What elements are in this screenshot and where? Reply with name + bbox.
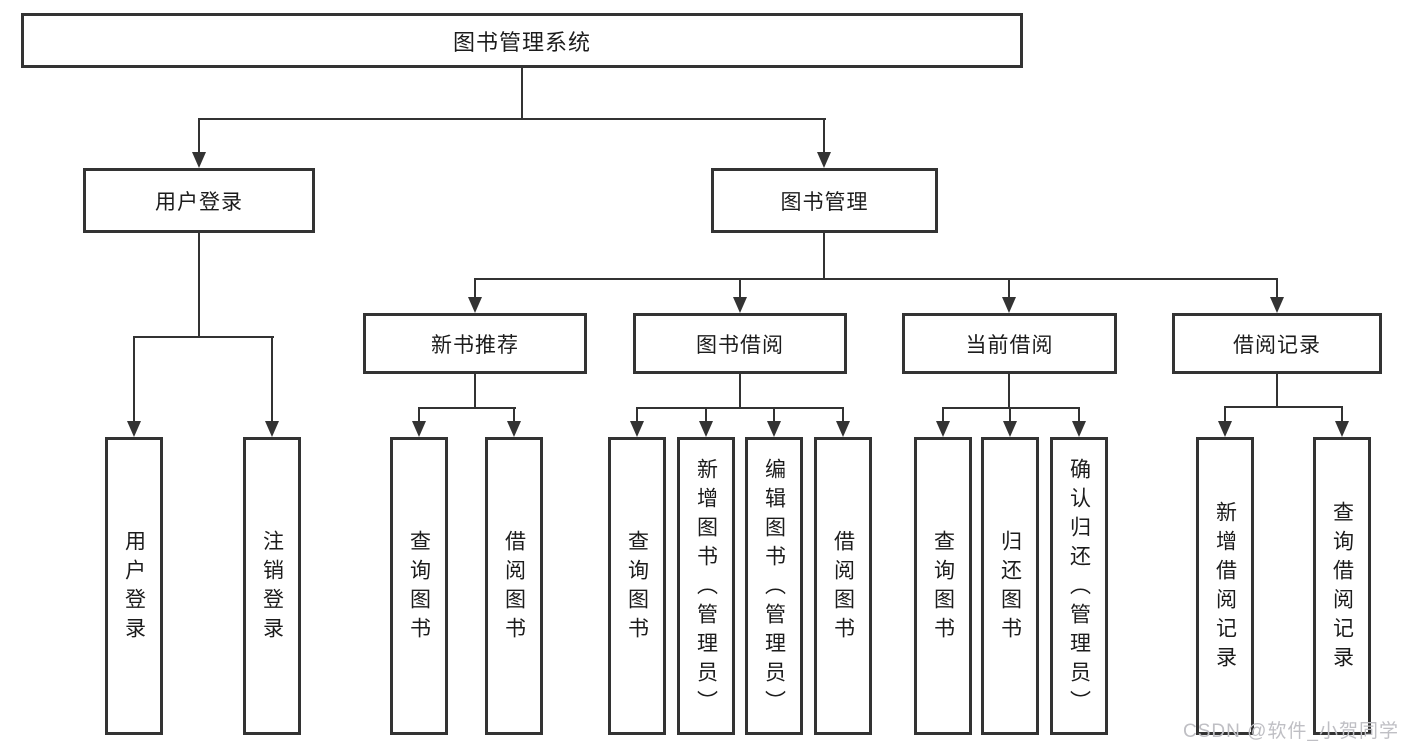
node-book-management: 图书管理 xyxy=(711,168,938,233)
leaf-query-books-borrowing: 查询图书 xyxy=(608,437,666,735)
arrow-down-icon xyxy=(630,421,644,437)
arrow-down-icon xyxy=(412,421,426,437)
connector-line xyxy=(1224,406,1226,421)
arrow-down-icon xyxy=(936,421,950,437)
connector-line xyxy=(1276,278,1278,297)
connector-line xyxy=(418,407,516,409)
arrow-down-icon xyxy=(733,297,747,313)
arrow-down-icon xyxy=(1270,297,1284,313)
connector-line xyxy=(198,118,826,120)
leaf-confirm-return-admin: 确认归还（管理员） xyxy=(1050,437,1108,735)
leaf-user-login: 用户登录 xyxy=(105,437,163,735)
leaf-borrow-books: 借阅图书 xyxy=(814,437,872,735)
node-library-system: 图书管理系统 xyxy=(21,13,1023,68)
arrow-down-icon xyxy=(507,421,521,437)
connector-line xyxy=(942,407,944,421)
connector-line xyxy=(1008,374,1010,409)
arrow-down-icon xyxy=(1218,421,1232,437)
arrow-down-icon xyxy=(1335,421,1349,437)
leaf-borrow-books-recommend: 借阅图书 xyxy=(485,437,543,735)
connector-line xyxy=(739,278,741,297)
arrow-down-icon xyxy=(265,421,279,437)
connector-line xyxy=(198,233,200,338)
connector-line xyxy=(1276,374,1278,407)
node-current-borrowing: 当前借阅 xyxy=(902,313,1117,374)
arrow-down-icon xyxy=(767,421,781,437)
leaf-query-books-current: 查询图书 xyxy=(914,437,972,735)
connector-line xyxy=(1008,278,1010,297)
arrow-down-icon xyxy=(1002,297,1016,313)
arrow-down-icon xyxy=(836,421,850,437)
connector-line xyxy=(133,336,274,338)
node-borrowing-records: 借阅记录 xyxy=(1172,313,1382,374)
node-book-borrowing: 图书借阅 xyxy=(633,313,847,374)
leaf-query-books-recommend: 查询图书 xyxy=(390,437,448,735)
connector-line xyxy=(474,374,476,409)
connector-line xyxy=(823,233,825,280)
arrow-down-icon xyxy=(699,421,713,437)
connector-line xyxy=(474,278,1278,280)
node-user-login: 用户登录 xyxy=(83,168,315,233)
arrow-down-icon xyxy=(127,421,141,437)
connector-line xyxy=(1341,406,1343,421)
connector-line xyxy=(842,407,844,421)
connector-line xyxy=(773,407,775,421)
connector-line xyxy=(198,118,200,152)
arrow-down-icon xyxy=(1003,421,1017,437)
leaf-logout: 注销登录 xyxy=(243,437,301,735)
leaf-edit-books-admin: 编辑图书（管理员） xyxy=(745,437,803,735)
leaf-query-borrow-record: 查询借阅记录 xyxy=(1313,437,1371,735)
node-new-book-recommendation: 新书推荐 xyxy=(363,313,587,374)
arrow-down-icon xyxy=(1072,421,1086,437)
leaf-add-borrow-record: 新增借阅记录 xyxy=(1196,437,1254,735)
connector-line xyxy=(636,407,844,409)
connector-line xyxy=(1224,406,1343,408)
connector-line xyxy=(1078,407,1080,421)
connector-line xyxy=(942,407,1080,409)
arrow-down-icon xyxy=(468,297,482,313)
leaf-add-books-admin: 新增图书（管理员） xyxy=(677,437,735,735)
connector-line xyxy=(1009,407,1011,421)
connector-line xyxy=(739,374,741,409)
connector-line xyxy=(705,407,707,421)
csdn-watermark: CSDN @软件_小贺同学 xyxy=(1183,721,1399,742)
arrow-down-icon xyxy=(192,152,206,168)
connector-line xyxy=(271,336,273,421)
connector-line xyxy=(823,118,825,152)
connector-line xyxy=(636,407,638,421)
connector-line xyxy=(521,68,523,120)
connector-line xyxy=(513,407,515,421)
arrow-down-icon xyxy=(817,152,831,168)
connector-line xyxy=(133,336,135,421)
connector-line xyxy=(418,407,420,421)
leaf-return-books: 归还图书 xyxy=(981,437,1039,735)
connector-line xyxy=(474,278,476,297)
